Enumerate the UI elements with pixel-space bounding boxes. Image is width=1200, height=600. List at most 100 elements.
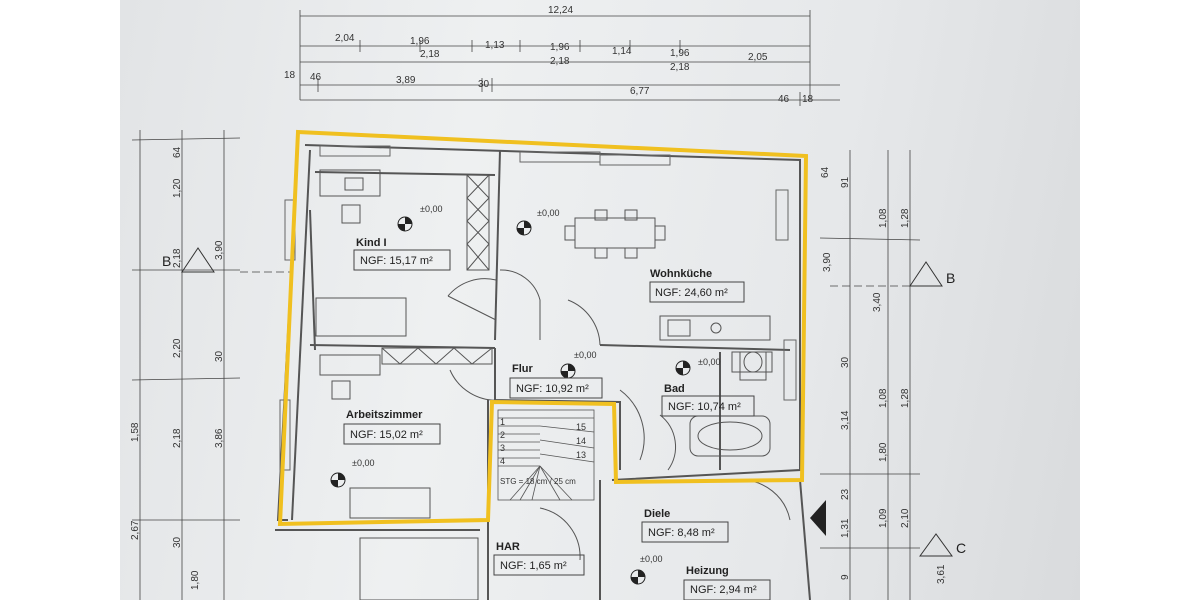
dim-left-4: 3,90 — [214, 240, 225, 260]
har-area-box — [493, 554, 585, 576]
stair-step-3: 3 — [500, 443, 505, 453]
direction-marker-icon — [810, 500, 826, 536]
dim-top-3: 1,13 — [485, 40, 505, 51]
dim-top-9: 2,18 — [550, 56, 570, 67]
har-label: HAR — [496, 541, 520, 553]
dim-right-8: 1,08 — [878, 388, 889, 408]
dim-right-6: 3,40 — [872, 292, 883, 312]
dim-right-15: 2,10 — [900, 508, 911, 528]
dim-left-7: 1,58 — [130, 422, 141, 442]
dim-left-9: 3,86 — [214, 428, 225, 448]
stair-step-1: 1 — [500, 417, 505, 427]
bad-level: ±0,00 — [698, 357, 720, 367]
floor-plan-photo: 12,24 2,04 1,96 1,13 1,96 1,14 1,96 2,05… — [120, 0, 1080, 600]
dim-right-13: 1,31 — [840, 518, 851, 538]
bad-label: Bad — [664, 383, 685, 395]
heizung-area-box — [683, 579, 771, 600]
diele-label: Diele — [644, 508, 670, 520]
heizung-label: Heizung — [686, 565, 729, 577]
dim-right-1: 91 — [840, 176, 851, 188]
stair-step-4: 4 — [500, 456, 505, 466]
dim-top-8: 2,18 — [420, 49, 440, 60]
dim-left-10: 2,67 — [130, 520, 141, 540]
bad-area: NGF: 10,74 m² — [668, 401, 741, 413]
dim-top-14: 30 — [478, 79, 490, 90]
dim-left-3: 2,18 — [172, 248, 183, 268]
diele-area-box — [641, 521, 729, 543]
dim-left-1: 64 — [172, 146, 183, 158]
dim-right-10: 3,14 — [840, 410, 851, 430]
stairs-label: STG = 18 cm / 25 cm — [500, 477, 576, 486]
kind-label: Kind I — [356, 237, 387, 249]
floor-plan-drawing: 12,24 2,04 1,96 1,13 1,96 1,14 1,96 2,05… — [130, 5, 966, 600]
dim-top-7: 2,05 — [748, 52, 768, 63]
diele-level: ±0,00 — [640, 554, 662, 564]
dim-right-2: 64 — [820, 166, 831, 178]
dim-left-5: 2,20 — [172, 338, 183, 358]
stair-step-15: 15 — [576, 422, 586, 432]
stair-step-2: 2 — [500, 430, 505, 440]
arbeitszimmer-label: Arbeitszimmer — [346, 409, 423, 421]
windows — [279, 145, 797, 471]
kind-area-box — [353, 249, 451, 271]
dim-left-11: 30 — [172, 536, 183, 548]
section-b-right-label: B — [946, 270, 955, 286]
dim-right-4: 1,28 — [900, 208, 911, 228]
flur-label: Flur — [512, 363, 533, 375]
kueche-area-box — [649, 281, 745, 303]
heizung-area: NGF: 2,94 m² — [690, 584, 757, 596]
section-c-label: C — [956, 540, 966, 556]
dim-top-15: 6,77 — [630, 86, 650, 97]
dim-right-11: 1,80 — [878, 442, 889, 462]
dim-top-13: 3,89 — [396, 75, 416, 86]
stair-step-13: 13 — [576, 450, 586, 460]
flur-level: ±0,00 — [574, 350, 596, 360]
kueche-area: NGF: 24,60 m² — [655, 287, 728, 299]
dim-left-6: 30 — [214, 350, 225, 362]
dim-top-5: 1,14 — [612, 46, 632, 57]
top-dimension-lines — [299, 10, 840, 106]
har-area: NGF: 1,65 m² — [500, 560, 567, 572]
flur-area-box — [509, 377, 603, 399]
highlight-outline — [277, 129, 809, 527]
kueche-level: ±0,00 — [537, 208, 559, 218]
shaft — [381, 174, 493, 365]
arbeitszimmer-area-box — [343, 423, 441, 445]
kind-level: ±0,00 — [420, 204, 442, 214]
stairs — [497, 409, 595, 501]
flur-area: NGF: 10,92 m² — [516, 383, 589, 395]
arbeitszimmer-area: NGF: 15,02 m² — [350, 429, 423, 441]
dim-right-14: 1,09 — [878, 508, 889, 528]
section-c-icon — [919, 533, 953, 557]
dim-left-12: 1,80 — [190, 570, 201, 590]
diele-area: NGF: 8,48 m² — [648, 527, 715, 539]
section-b-left-label: B — [162, 253, 171, 269]
dim-right-12: 23 — [840, 488, 851, 500]
dim-total: 12,24 — [548, 5, 573, 16]
left-dimension-lines — [131, 130, 290, 600]
arbeitszimmer-level: ±0,00 — [352, 458, 374, 468]
dim-top-4: 1,96 — [550, 42, 570, 53]
dim-left-8: 2,18 — [172, 428, 183, 448]
dim-top-2: 1,96 — [410, 36, 430, 47]
dim-top-16: 46 — [778, 94, 790, 105]
bad-area-box — [661, 395, 755, 417]
stair-step-14: 14 — [576, 436, 586, 446]
dim-right-3: 1,08 — [878, 208, 889, 228]
section-b-right-icon — [909, 261, 943, 287]
dim-right-9: 1,28 — [900, 388, 911, 408]
dim-top-10: 2,18 — [670, 62, 690, 73]
section-b-left-icon — [181, 247, 215, 273]
dim-right-5: 3,90 — [822, 252, 833, 272]
dim-top-12: 46 — [310, 72, 322, 83]
right-dimension-lines — [819, 150, 921, 600]
dim-right-16: 9 — [840, 574, 851, 580]
dim-right-17: 3,61 — [936, 564, 947, 584]
dim-top-11: 18 — [284, 70, 296, 81]
dim-right-7: 30 — [840, 356, 851, 368]
dim-top-1: 2,04 — [335, 33, 355, 44]
dim-top-17: 18 — [802, 94, 814, 105]
furniture — [315, 169, 773, 600]
dim-left-2: 1,20 — [172, 178, 183, 198]
kueche-label: Wohnküche — [650, 268, 712, 280]
